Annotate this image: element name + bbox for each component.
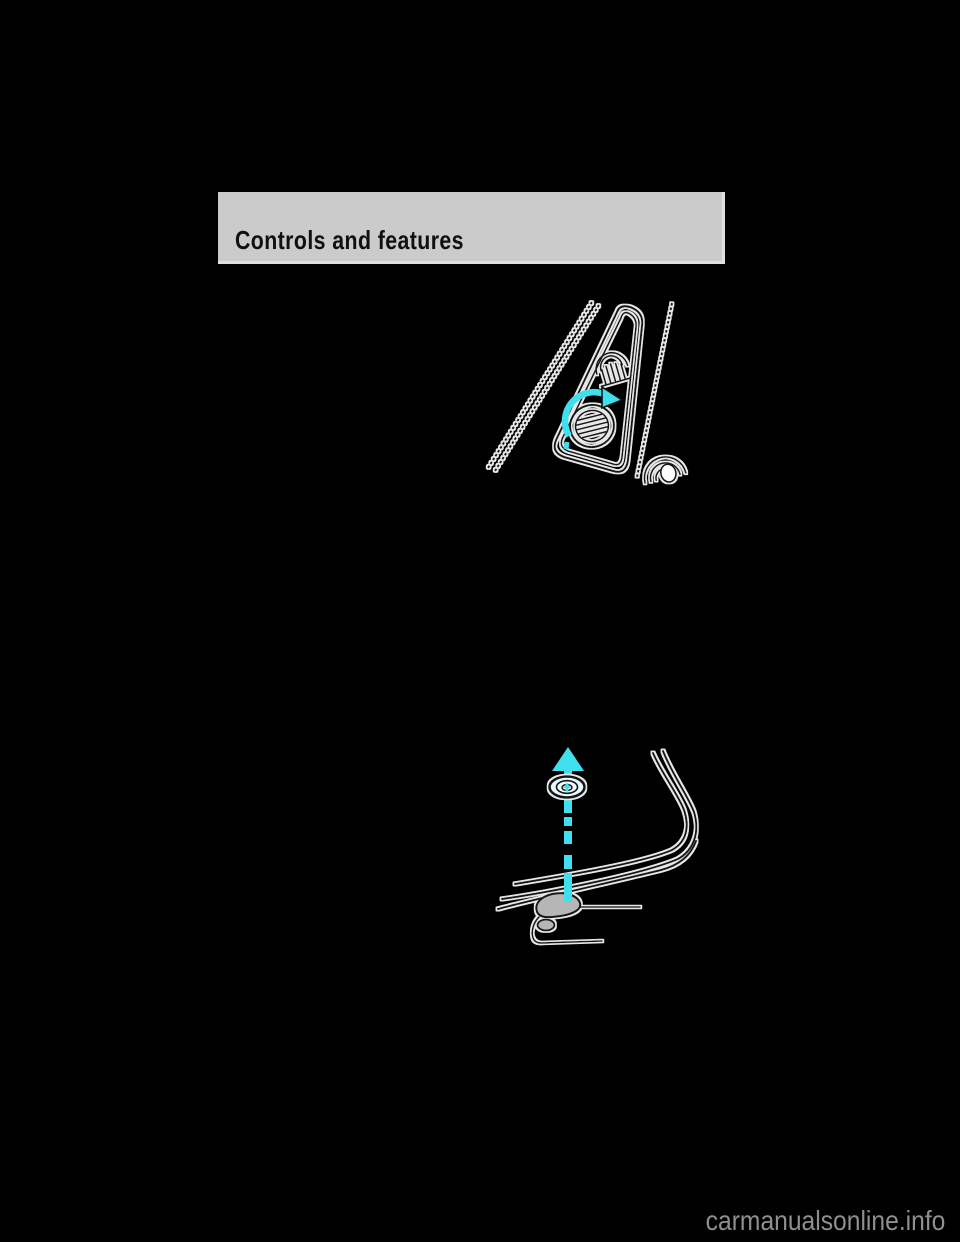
door-sail-panel bbox=[553, 305, 644, 473]
pillar-edge-lines bbox=[487, 301, 600, 472]
section-header-title: Controls and features bbox=[235, 225, 464, 255]
body-pillar-lines bbox=[497, 750, 698, 910]
door-handle-arcs bbox=[643, 456, 687, 484]
section-header-box: Controls and features bbox=[218, 192, 725, 264]
antenna-base bbox=[531, 892, 641, 944]
side-mirror-control-illustration bbox=[487, 301, 687, 484]
rotary-knob bbox=[569, 403, 615, 449]
antenna-removal-illustration bbox=[497, 747, 698, 944]
door-edge-line bbox=[636, 302, 673, 478]
mirror-icon bbox=[595, 352, 632, 388]
rotation-arrow bbox=[561, 385, 624, 450]
upward-arrow bbox=[552, 747, 584, 902]
watermark-text: carmanualsonline.info bbox=[705, 1205, 945, 1236]
grommet-center-arrow bbox=[563, 782, 571, 791]
